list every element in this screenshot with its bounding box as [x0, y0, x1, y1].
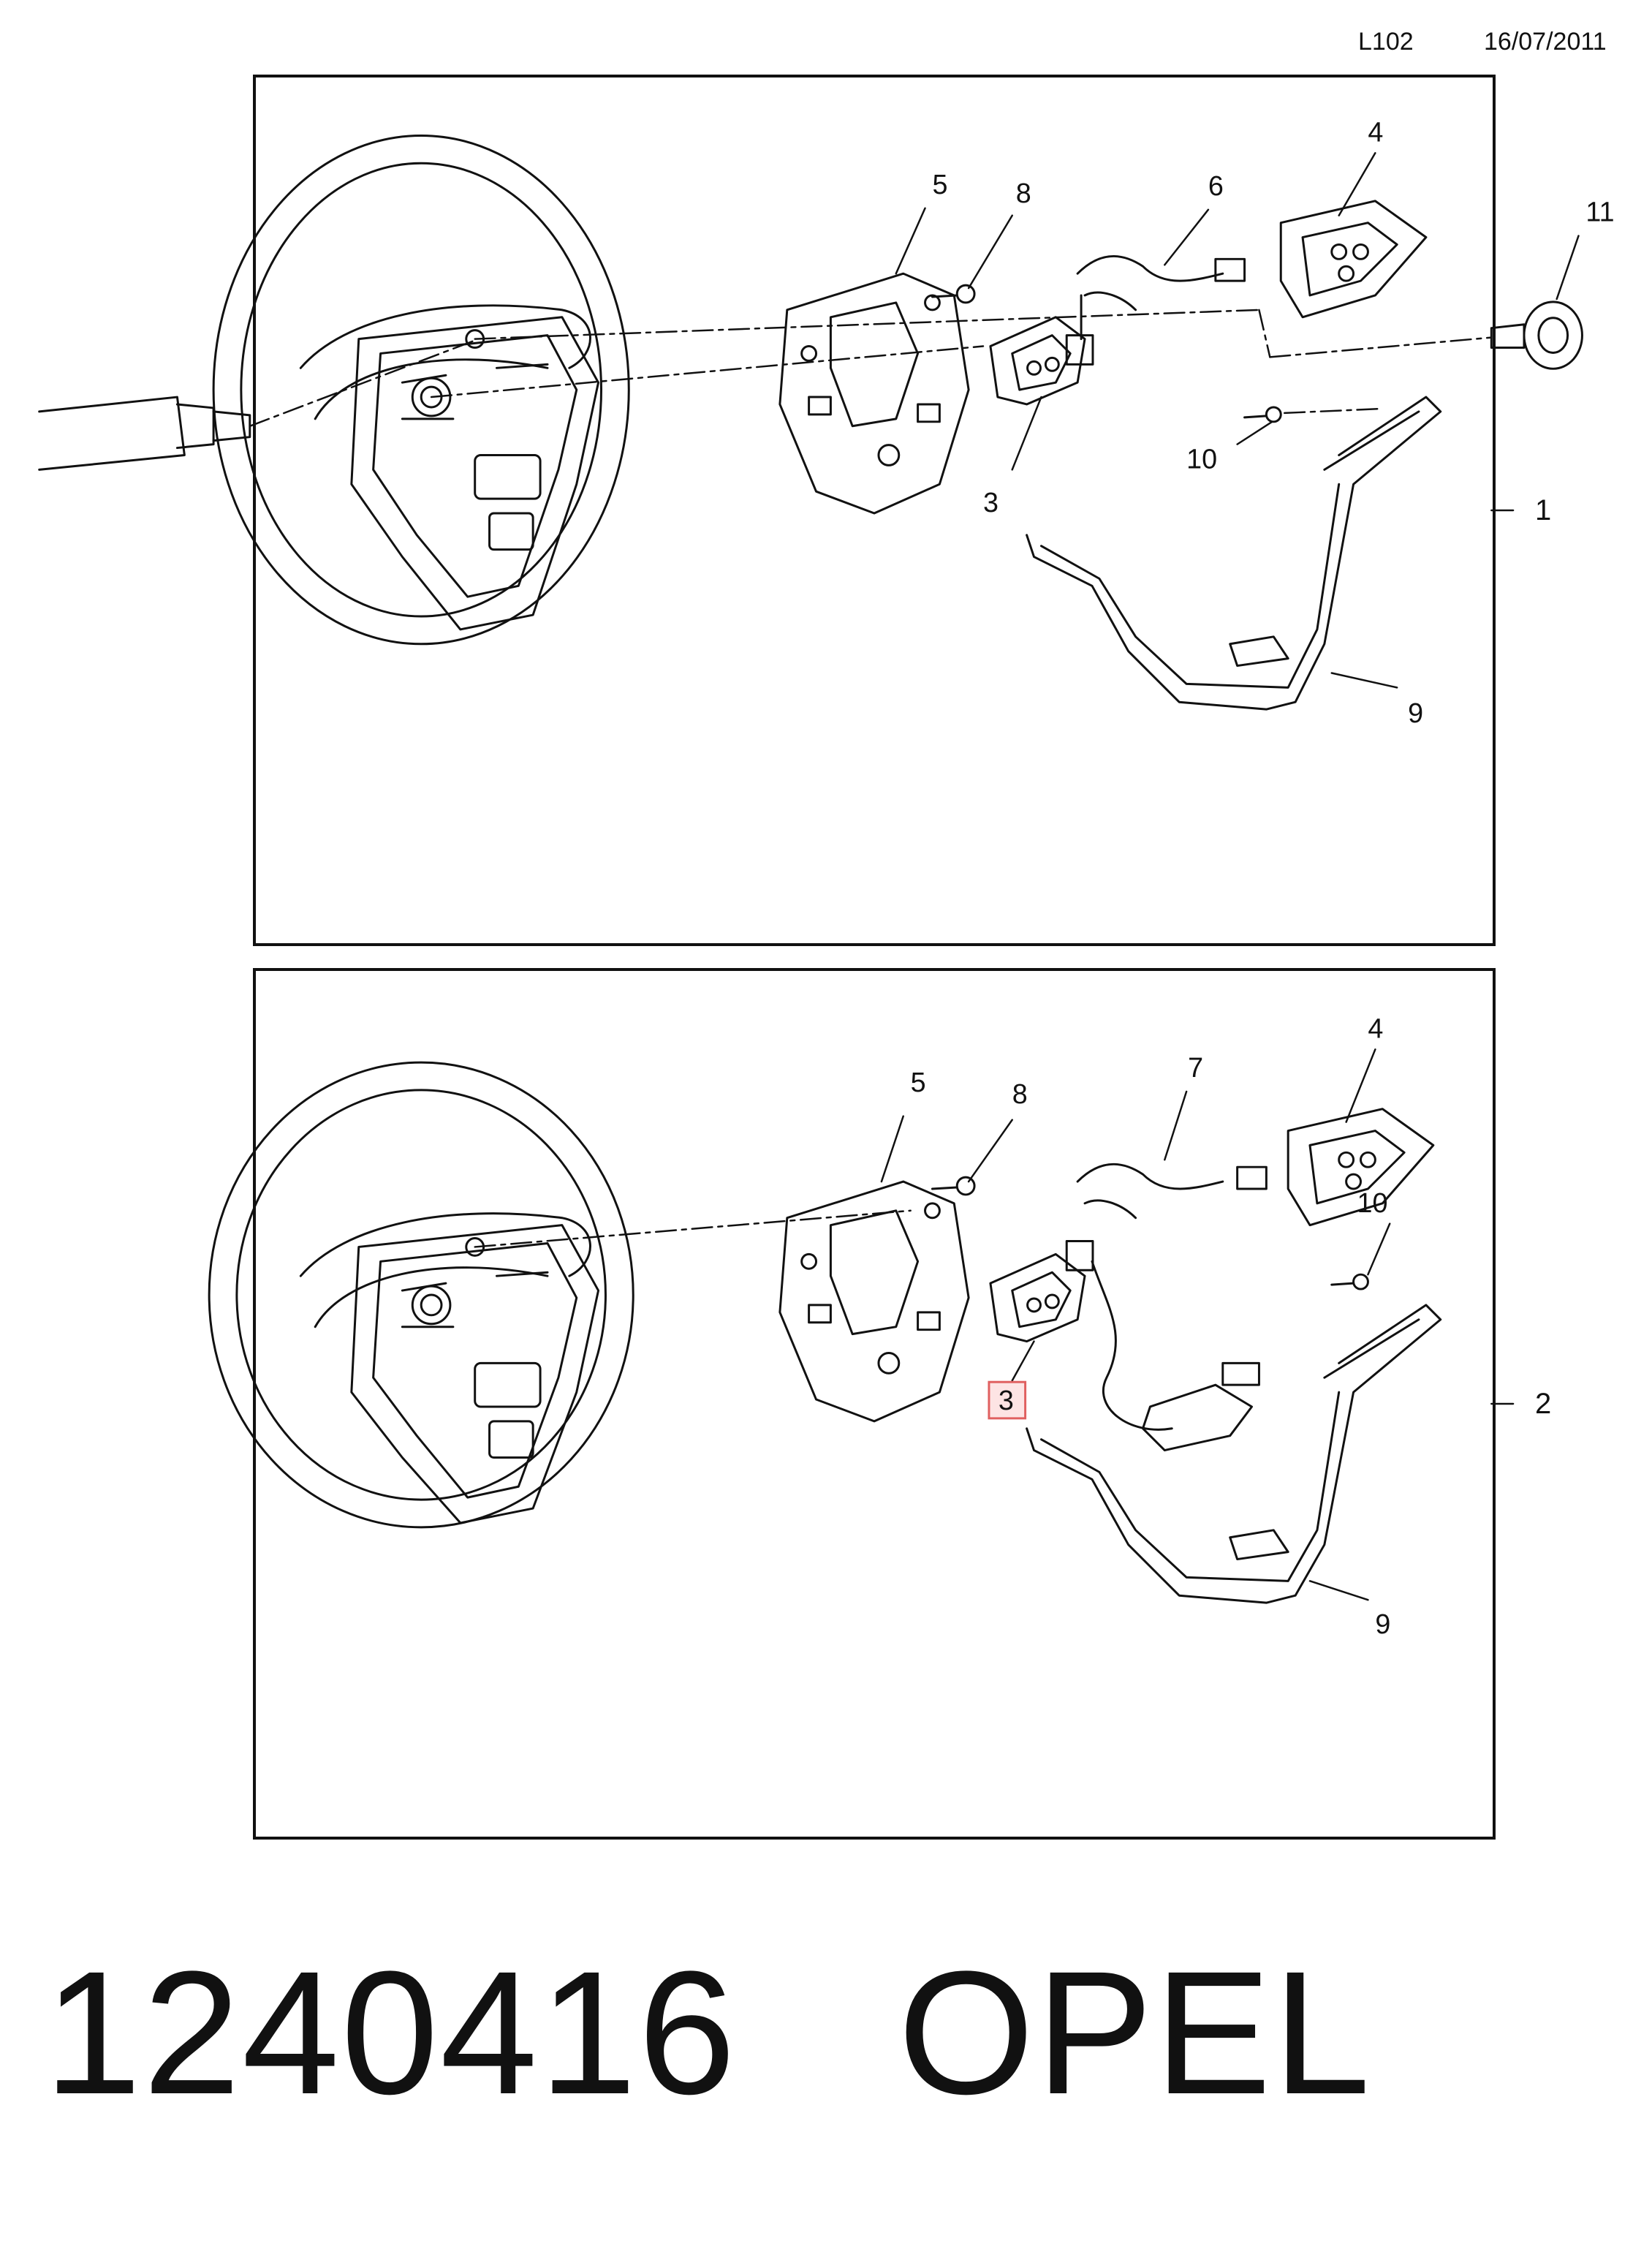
assembly-lines	[474, 1209, 912, 1248]
callout-7: 7	[1188, 1052, 1203, 1083]
panel-1-drawing: 5 8 6 4 11 10 3 9	[38, 116, 1615, 728]
part-9-trim	[1026, 1304, 1442, 1604]
part-3-switch-left	[989, 316, 1086, 406]
diagram-panel-2: 5 8 7 4 10 3 9	[208, 968, 1515, 1840]
part-3-switch-left	[989, 1252, 1086, 1343]
leader-lines	[895, 152, 1580, 689]
brand-name: OPEL	[898, 1935, 1372, 2131]
callout-6: 6	[1208, 170, 1224, 201]
assembly-lines	[249, 309, 1493, 428]
steering-column	[38, 396, 251, 471]
callout-11: 11	[1585, 197, 1614, 227]
callout-3-highlight[interactable]	[988, 1380, 1027, 1420]
part-6-harness	[1065, 254, 1246, 366]
diagram-date: 16/07/2011	[1484, 28, 1607, 56]
part-8-screw	[931, 1176, 976, 1196]
callout-5: 5	[911, 1067, 926, 1097]
part-10-screw	[1243, 406, 1282, 423]
steering-wheel	[212, 134, 630, 646]
part-7-harness	[1065, 1163, 1268, 1452]
callout-9: 9	[1408, 698, 1423, 728]
panel-2-callouts: 5 8 7 4 10 3 9	[911, 1013, 1391, 1638]
callout-3: 3	[999, 1385, 1014, 1415]
callout-8: 8	[1012, 1078, 1028, 1109]
callout-5: 5	[932, 169, 947, 200]
diagram-panel-1: 5 8 6 4 11 10 3 9	[38, 75, 1615, 946]
callout-10: 10	[1186, 443, 1217, 474]
steering-wheel	[208, 1061, 634, 1529]
callout-4: 4	[1368, 1013, 1383, 1043]
leader-lines	[880, 1048, 1515, 1601]
callout-3: 3	[983, 487, 999, 518]
part-9-trim	[1026, 396, 1442, 711]
part-11-bolt	[1490, 301, 1583, 370]
part-number: 1240416	[44, 1935, 738, 2131]
callout-9: 9	[1375, 1609, 1390, 1639]
part-4-switch-right	[1279, 200, 1428, 319]
page-code: L102	[1358, 28, 1414, 56]
callout-8: 8	[1016, 178, 1031, 208]
panel-1-callouts: 5 8 6 4 11 10 3 9	[932, 116, 1614, 728]
callout-10: 10	[1357, 1187, 1388, 1218]
variant-label-2: 2	[1535, 1388, 1552, 1420]
part-10-screw	[1330, 1273, 1369, 1290]
panel-2-drawing: 5 8 7 4 10 3 9	[208, 1013, 1515, 1639]
variant-label-1: 1	[1535, 494, 1552, 526]
part-5-bracket	[778, 1180, 970, 1423]
part-4-switch-right	[1287, 1108, 1435, 1227]
part-5-bracket	[778, 272, 970, 515]
part-8-screw	[931, 284, 976, 304]
callout-4: 4	[1368, 116, 1383, 147]
